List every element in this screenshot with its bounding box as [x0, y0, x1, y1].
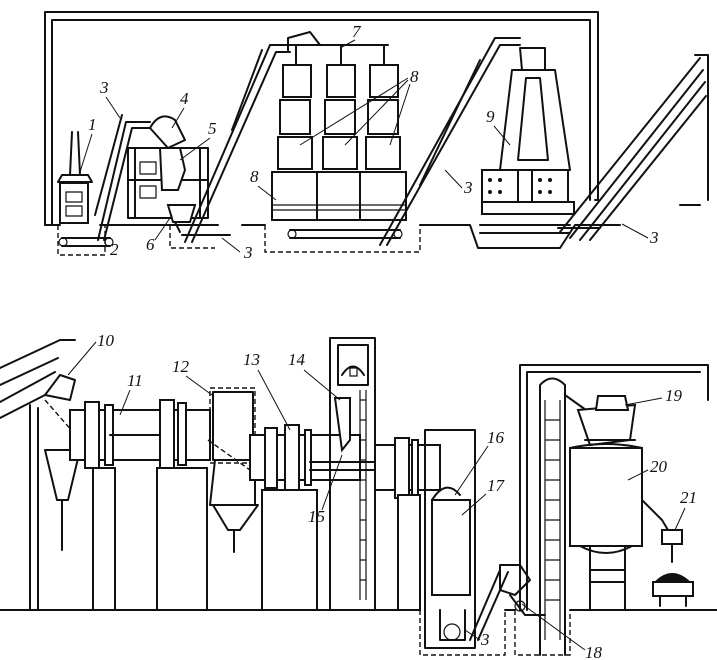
press-9 [480, 48, 574, 233]
label-11: 11 [127, 371, 143, 390]
pit-dashed-3 [265, 225, 420, 252]
rotary-cooler-13 [250, 425, 360, 610]
label-18: 18 [585, 643, 603, 660]
label-6: 6 [146, 235, 155, 254]
label-9: 9 [486, 107, 495, 126]
label-12: 12 [172, 357, 190, 376]
pit-dashed-4 [420, 610, 505, 655]
label-8a: 8 [410, 67, 419, 86]
label-3c: 3 [463, 178, 473, 197]
elevator-3-outgoing [558, 55, 708, 240]
label-3a: 3 [99, 78, 109, 97]
storage-bin-middle [317, 45, 363, 220]
feeder-10 [0, 340, 80, 610]
label-2: 2 [110, 240, 119, 259]
label-15: 15 [308, 507, 325, 526]
label-1: 1 [88, 115, 97, 134]
pit-dashed-5 [515, 610, 570, 655]
storage-17 [425, 430, 475, 648]
label-17: 17 [487, 476, 506, 495]
tall-elevator [520, 365, 708, 655]
floor-top [45, 205, 700, 248]
storage-bins-8 [272, 45, 406, 238]
elevator-3-third [380, 38, 520, 245]
cyclone-12 [208, 388, 258, 552]
label-20: 20 [650, 457, 668, 476]
label-3e: 3 [480, 630, 490, 649]
label-16: 16 [487, 428, 505, 447]
label-7: 7 [352, 22, 362, 41]
label-5: 5 [208, 119, 217, 138]
elevator-3-second [182, 45, 290, 242]
storage-bin-right [360, 45, 406, 220]
tank-20 [570, 444, 668, 610]
top-process-line [45, 12, 708, 255]
elevator-3-first [95, 115, 150, 240]
storage-bin-left [272, 45, 318, 220]
crusher-1 [58, 132, 92, 223]
label-21: 21 [680, 488, 697, 507]
building-outline-top [45, 12, 598, 225]
pit-dashed-2 [170, 225, 215, 248]
label-3b: 3 [243, 243, 253, 262]
collector-7 [288, 32, 388, 52]
packer-21 [653, 530, 693, 606]
labels-bottom: 10 11 12 13 14 15 16 17 3 18 19 20 21 [68, 331, 697, 660]
crusher-18 [470, 565, 545, 640]
bottom-process-line [0, 338, 717, 655]
label-3d: 3 [649, 228, 659, 247]
labels-top: 1 2 3 4 5 6 3 7 8 8 9 3 3 [80, 22, 659, 262]
label-8b: 8 [250, 167, 259, 186]
conveyor-2 [59, 238, 113, 246]
label-13: 13 [243, 350, 260, 369]
label-14: 14 [288, 350, 306, 369]
label-10: 10 [97, 331, 115, 350]
building-outline-top-inner [52, 20, 590, 225]
label-4: 4 [180, 89, 189, 108]
rotary-dryer-11 [70, 400, 210, 610]
mill-unit-4-5-6 [128, 116, 208, 232]
hopper-19 [578, 396, 635, 445]
label-19: 19 [665, 386, 683, 405]
rotary-drum-second [375, 438, 440, 610]
